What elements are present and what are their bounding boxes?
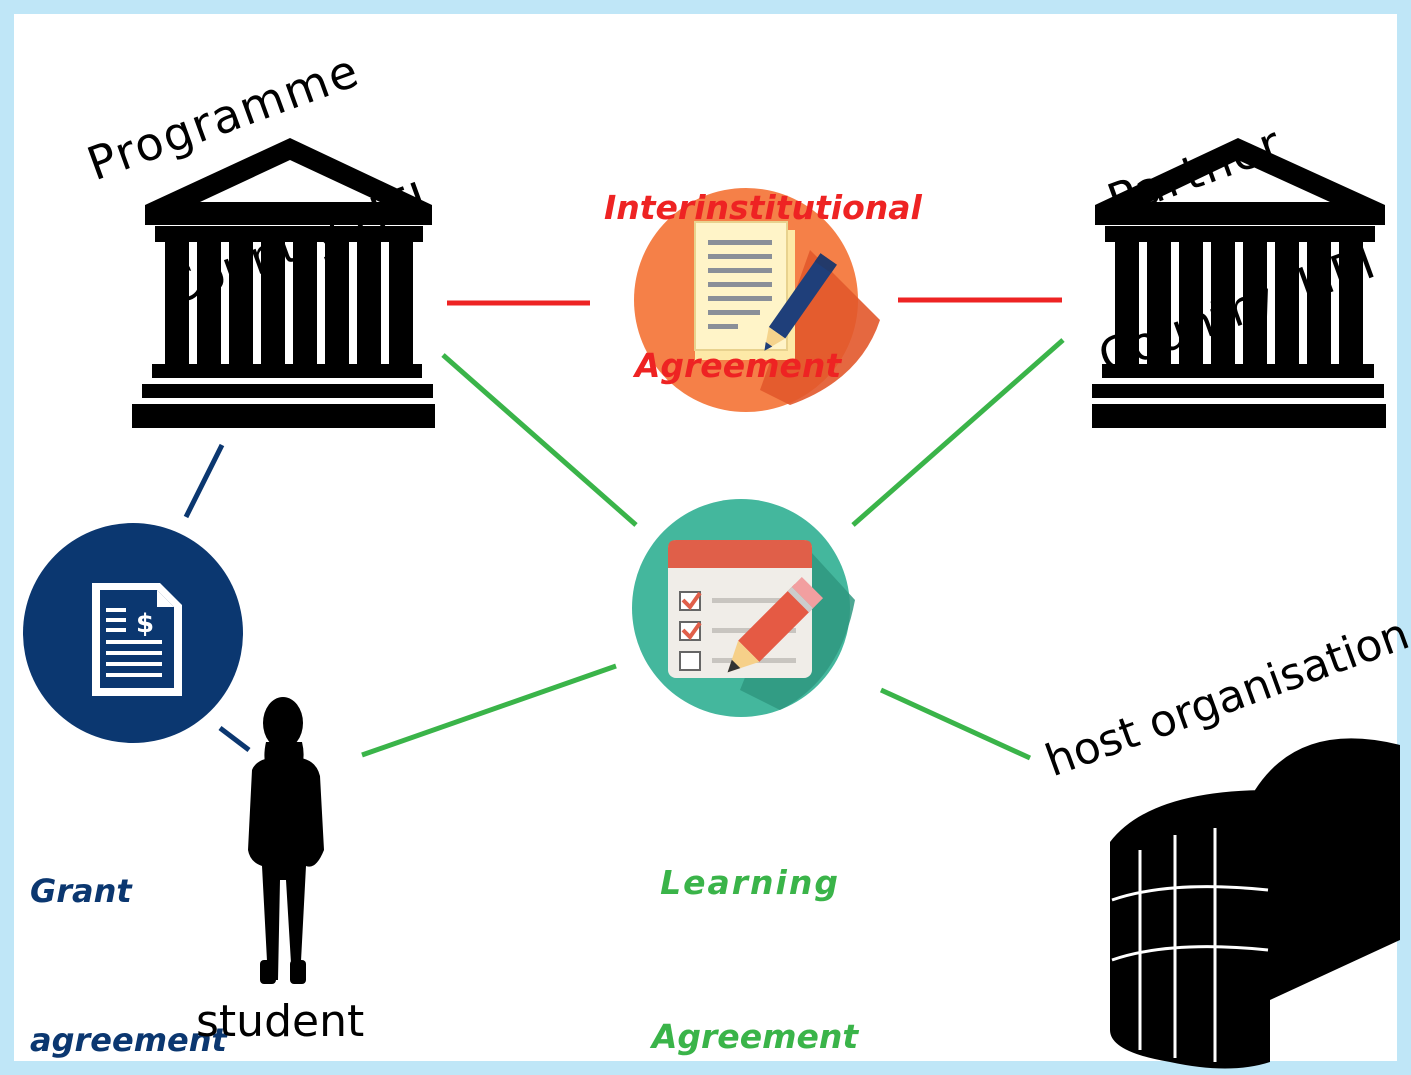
svg-text:$: $ [136, 609, 154, 639]
grant-line1: Grant [30, 872, 132, 911]
document-pencil-icon [634, 188, 880, 412]
building-columns-icon [1092, 138, 1386, 428]
connector-student-learning [361, 663, 617, 758]
student-label: student [196, 996, 365, 1047]
invoice-dollar-icon: $ [23, 523, 243, 743]
partner-hei-line1: Partner [1100, 114, 1290, 228]
learning-line1: Learning [660, 863, 840, 903]
connector-learning-host [879, 687, 1032, 761]
interinstitutional-line1: Interinstitutional [604, 187, 922, 227]
connector-programme-learning [441, 353, 638, 527]
grant-line2: agreement [30, 1020, 227, 1059]
connectors [183, 297, 1065, 761]
programme-hei-line1: Programme [80, 42, 367, 191]
building-columns-icon [132, 138, 435, 428]
connector-partner-learning [851, 338, 1065, 527]
learning-agreement-label: Learning Agreement [640, 755, 870, 1075]
office-building-icon [1110, 454, 1400, 1069]
interinstitutional-line2: Agreement [634, 345, 842, 385]
grant-agreement-label: Grant agreement [30, 768, 227, 1075]
person-silhouette-icon [248, 697, 324, 984]
connector-grant-student [218, 726, 251, 752]
interinstitutional-agreement-label: Interinstitutional Agreement [604, 76, 922, 446]
checklist-pencil-icon [632, 499, 855, 717]
connector-programme-grant [183, 443, 225, 519]
learning-line2: Agreement [651, 1016, 859, 1056]
